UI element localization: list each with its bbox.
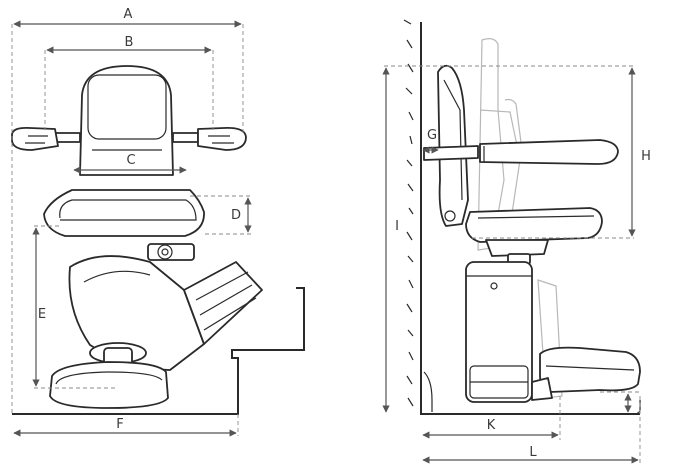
- side-view: [403, 19, 641, 415]
- dimension-label-l: L: [529, 445, 537, 460]
- front-dimensions: A B C D E F: [11, 7, 252, 437]
- dimension-label-c: C: [126, 153, 135, 168]
- dimension-label-d: D: [231, 208, 241, 223]
- dimension-label-e: E: [38, 307, 46, 322]
- dimension-label-a: A: [124, 7, 133, 22]
- dimension-label-g: G: [427, 128, 437, 143]
- dimension-label-h: H: [641, 149, 651, 164]
- dimension-label-j: J: [637, 399, 642, 414]
- side-dimensions: H I G J K L: [382, 65, 651, 465]
- dimension-label-b: B: [125, 35, 134, 50]
- front-view: [11, 65, 305, 415]
- dimension-label-f: F: [116, 417, 123, 432]
- dimension-label-k: K: [487, 418, 496, 433]
- dimension-label-i: I: [395, 219, 399, 234]
- wall-hatching: [403, 19, 414, 407]
